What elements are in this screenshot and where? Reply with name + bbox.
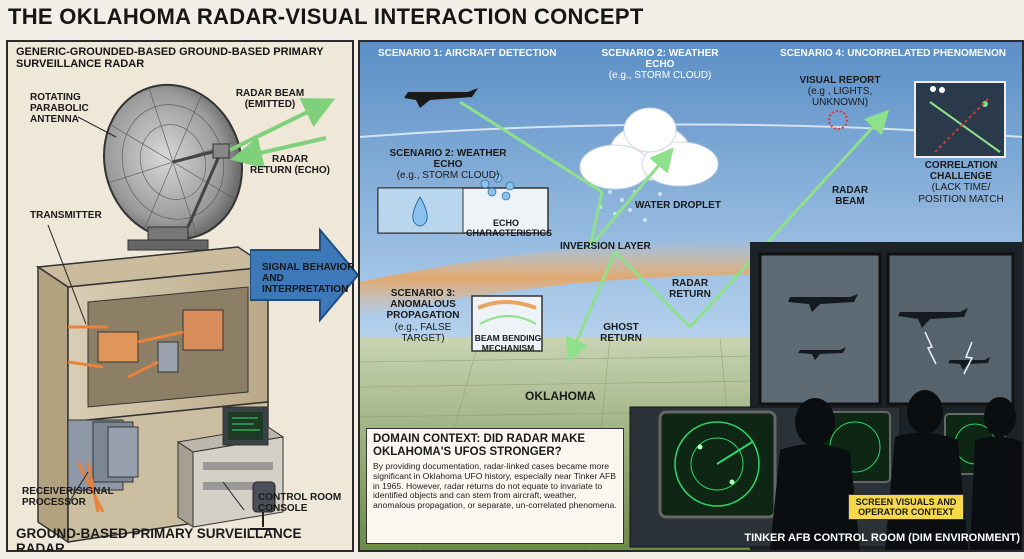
screen-visuals-callout: SCREEN VISUALS AND OPERATOR CONTEXT [848, 494, 964, 521]
correlation-label: CORRELATION CHALLENGE (LACK TIME/ POSITI… [916, 160, 1006, 205]
oklahoma-label: OKLAHOMA [525, 389, 596, 403]
transmitter-label: TRANSMITTER [30, 210, 102, 221]
domain-context-body: By providing documentation, radar-linked… [373, 460, 617, 511]
parabolic-antenna [102, 83, 244, 251]
weather-box-title-text: SCENARIO 2: WEATHER ECHO [389, 148, 507, 171]
scenario2-sub: (e.g., STORM CLOUD) [608, 70, 712, 82]
scenario2-title: SCENARIO 2: WEATHER ECHO [601, 48, 719, 71]
weather-box-sub: (e.g., STORM CLOUD) [396, 170, 500, 182]
visual-report-sub: (e.g , LIGHTS, UNKNOWN) [807, 86, 873, 109]
scenario1-label: SCENARIO 1: AIRCRAFT DETECTION [378, 48, 557, 59]
scenario2-label: SCENARIO 2: WEATHER ECHO (e.g., STORM CL… [590, 48, 730, 82]
scenarios-panel: SCENARIO 1: AIRCRAFT DETECTION SCENARIO … [358, 40, 1024, 552]
control-console [176, 406, 285, 530]
radar-footer: GROUND-BASED PRIMARY SURVEILLANCE RADAR [16, 526, 302, 552]
scenario3-title: SCENARIO 3: ANOMALOUS PROPAGATION [386, 288, 460, 322]
weather-box-title: SCENARIO 2: WEATHER ECHO (e.g., STORM CL… [388, 148, 508, 182]
correlation-sub: (LACK TIME/ POSITION MATCH [918, 182, 1004, 205]
aircraft-silhouette [404, 88, 478, 108]
radar-header: GENERIC-GROUNDED-BASED GROUND-BASED PRIM… [16, 46, 346, 71]
return-label: RADAR RETURN (ECHO) [250, 154, 330, 177]
console-label: CONTROL ROOM CONSOLE [258, 492, 342, 515]
domain-context-title: DOMAIN CONTEXT: DID RADAR MAKE OKLAHOMA'… [373, 433, 586, 458]
radar-header-line1: GENERIC-GROUNDED-BASED GROUND-BASED PRIM… [16, 46, 324, 58]
visual-report-label: VISUAL REPORT (e.g , LIGHTS, UNKNOWN) [780, 75, 900, 109]
scenario3-label: SCENARIO 3: ANOMALOUS PROPAGATION (e.g.,… [378, 288, 468, 344]
receiver-label: RECEIVER/SIGNAL PROCESSOR [22, 486, 114, 509]
antenna-label: ROTATING PARABOLIC ANTENNA [30, 92, 89, 126]
domain-context-box: DOMAIN CONTEXT: DID RADAR MAKE OKLAHOMA'… [366, 428, 624, 544]
radar-beam-label: RADAR BEAM [831, 185, 869, 208]
visual-report-title: VISUAL REPORT [799, 75, 881, 86]
inversion-layer-label: INVERSION LAYER [560, 241, 651, 252]
page-title: THE OKLAHOMA RADAR-VISUAL INTERACTION CO… [8, 4, 644, 29]
signal-behavior-label: SIGNAL BEHAVIOR AND INTERPRETATION [262, 262, 355, 296]
echo-characteristics-label: ECHO CHARACTERISTICS [466, 218, 553, 239]
control-room-label: TINKER AFB CONTROL ROOM (DIM ENVIRONMENT… [744, 532, 1020, 544]
scenario-scene [360, 42, 1022, 550]
interpretation-arrow [250, 227, 360, 323]
window-aircraft [788, 294, 990, 370]
unknown-object-marker [828, 110, 848, 130]
operators-silhouettes [770, 390, 1022, 550]
radar-illustration [35, 83, 336, 544]
radar-return-label: RADAR RETURN [669, 278, 711, 301]
water-droplet-label: WATER DROPLET [635, 200, 721, 211]
beam-label: RADAR BEAM (EMITTED) [235, 88, 305, 111]
scenario4-label: SCENARIO 4: UNCORRELATED PHENOMENON [780, 48, 1006, 59]
radar-header-line2: SURVEILLANCE RADAR [16, 58, 145, 71]
ghost-return-label: GHOST RETURN [600, 322, 642, 345]
beam-bending-label: BEAM BENDING MECHANISM [474, 333, 542, 353]
scenario3-sub: (e.g., FALSE TARGET) [394, 321, 452, 344]
correlation-title: CORRELATION CHALLENGE [924, 160, 998, 183]
